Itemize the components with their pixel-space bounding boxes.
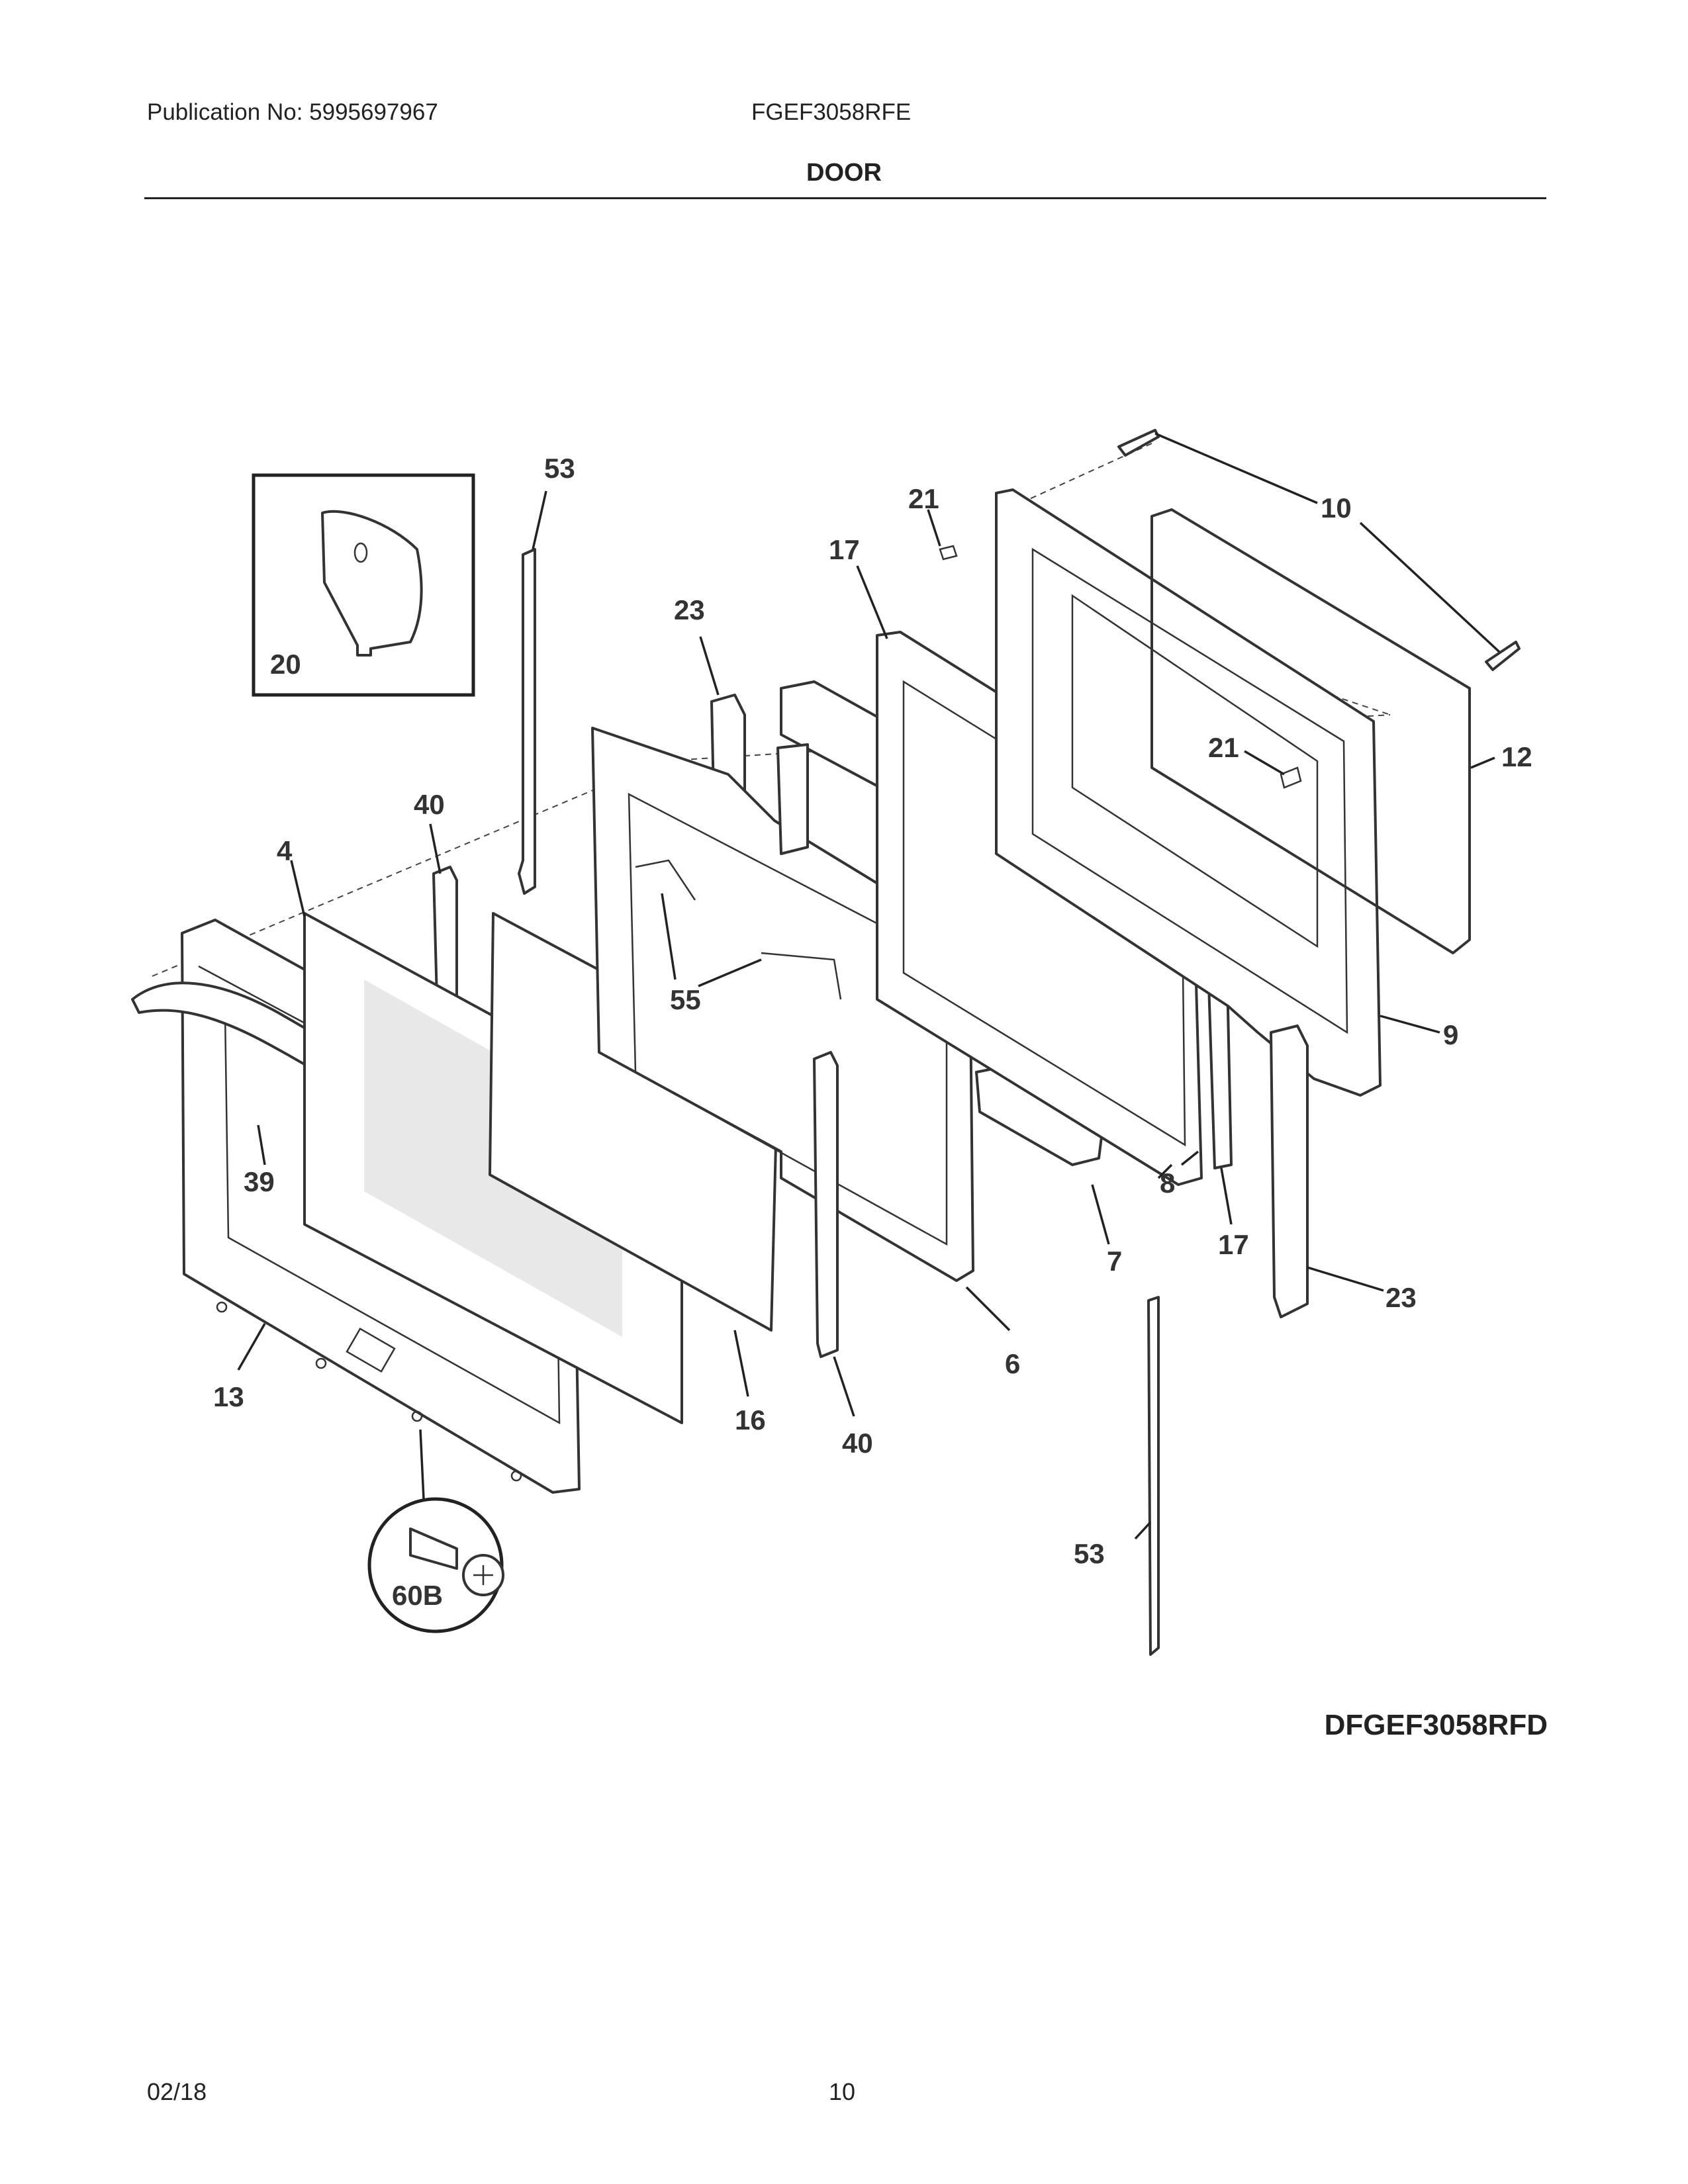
inset-box-part-20	[252, 473, 475, 697]
part-53-lower-rail	[1147, 1296, 1160, 1656]
part-10-screw-left	[1117, 429, 1160, 457]
part-6-inner-outline	[628, 792, 948, 1246]
callout-53-top: 53	[544, 453, 575, 484]
callout-7: 7	[1107, 1246, 1122, 1277]
part-40-lower-bracket	[813, 1051, 839, 1358]
callout-40-bottom: 40	[842, 1428, 873, 1459]
callout-20: 20	[270, 649, 301, 680]
callout-39: 39	[244, 1166, 275, 1197]
part-10-screw-right	[1485, 641, 1521, 671]
diagram-code: DFGEF3058RFD	[1324, 1709, 1548, 1741]
part-21-clip-top	[939, 545, 958, 561]
callout-9: 9	[1443, 1019, 1458, 1050]
callout-55: 55	[670, 984, 701, 1015]
page-number: 10	[829, 2078, 856, 2105]
part-20-shield	[321, 510, 423, 657]
model-number: FGEF3058RFE	[751, 99, 912, 125]
footer-date: 02/18	[147, 2078, 207, 2105]
leader-lines	[237, 432, 1501, 1540]
part-9-inner-liner	[995, 488, 1382, 1097]
part-9-window-frame	[1071, 594, 1319, 948]
callout-6: 6	[1005, 1348, 1020, 1379]
part-9-inner-outline	[1031, 547, 1348, 1034]
callout-23-top: 23	[674, 594, 705, 625]
section-title: DOOR	[806, 159, 882, 187]
callout-10: 10	[1321, 492, 1352, 523]
callout-13: 13	[213, 1381, 244, 1412]
callout-23-bottom: 23	[1385, 1282, 1417, 1313]
part-23-lower-hinge	[1270, 1024, 1309, 1318]
callout-40-top: 40	[414, 789, 445, 820]
part-21-clip-middle	[1280, 766, 1302, 789]
part-12-gasket	[1150, 508, 1471, 954]
callout-4: 4	[277, 835, 293, 866]
part-20-hole	[353, 542, 368, 563]
callout-53-bottom: 53	[1074, 1538, 1105, 1569]
part-55-clips	[635, 859, 842, 1000]
callout-21-middle: 21	[1208, 732, 1239, 763]
part-13-bottom-screws	[216, 1301, 522, 1482]
part-60b-screw-inset	[367, 1497, 504, 1633]
callout-60b: 60B	[392, 1580, 443, 1611]
part-53-upper-rail	[518, 548, 536, 895]
publication-number: Publication No: 5995697967	[147, 99, 438, 125]
callout-17-bottom: 17	[1218, 1229, 1249, 1260]
callout-12: 12	[1501, 741, 1532, 772]
callout-8: 8	[1160, 1167, 1175, 1199]
callout-21-top: 21	[908, 483, 939, 514]
part-7-insulation-left	[776, 743, 809, 855]
header-rule	[144, 197, 1546, 199]
part-13-badge	[346, 1327, 396, 1373]
callout-17-top: 17	[829, 534, 860, 565]
callout-16: 16	[735, 1404, 766, 1435]
